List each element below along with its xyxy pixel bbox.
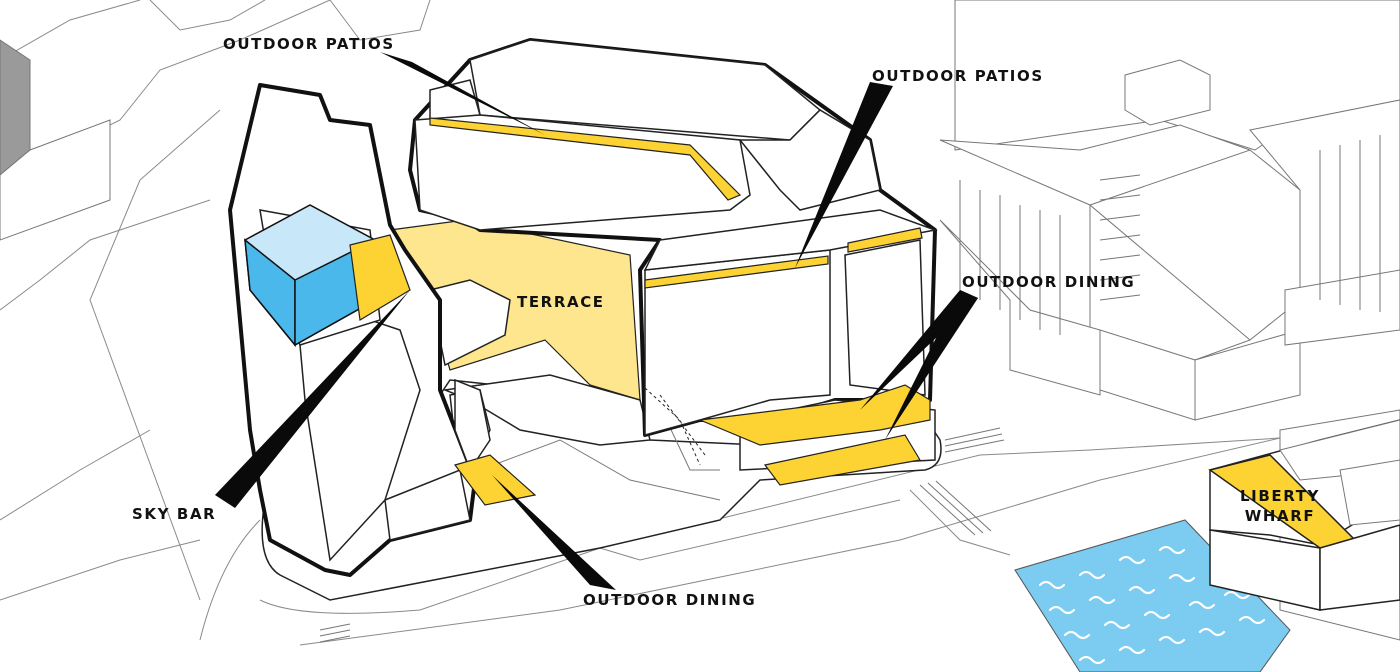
crosswalks (319, 427, 1005, 643)
label-liberty-wharf-line2: WHARF (1244, 507, 1316, 525)
label-outdoor-patios-right: OUTDOOR PATIOS (872, 67, 1044, 85)
label-outdoor-dining-bottom: OUTDOOR DINING (583, 591, 757, 609)
context-facade-lines (959, 135, 1381, 335)
liberty-wharf-building (1208, 419, 1400, 611)
leader-pointers (215, 52, 978, 590)
pointer-outdoor-patios-right (795, 82, 893, 268)
label-outdoor-patios-left: OUTDOOR PATIOS (223, 35, 395, 53)
pointer-outdoor-dining-bottom (492, 475, 616, 590)
pointer-sky-bar (215, 290, 410, 508)
context-building-top-left (0, 39, 111, 241)
ramp-dashed-lines (644, 387, 706, 466)
context-streets (0, 0, 1400, 646)
outdoor-dining-right-areas (697, 384, 931, 486)
outdoor-patio-strips (429, 117, 923, 289)
label-liberty-wharf: LIBERTY WHARF (1240, 486, 1320, 526)
label-sky-bar: SKY BAR (132, 505, 217, 523)
label-liberty-wharf-line1: LIBERTY (1240, 487, 1320, 505)
pointer-outdoor-dining-right-b (885, 290, 978, 440)
main-building-right-facets (414, 39, 938, 471)
pointer-outdoor-patios-left (380, 52, 545, 135)
label-terrace: TERRACE (517, 293, 605, 311)
outdoor-dining-bottom-area (453, 454, 537, 506)
label-outdoor-dining-right: OUTDOOR DINING (962, 273, 1136, 291)
